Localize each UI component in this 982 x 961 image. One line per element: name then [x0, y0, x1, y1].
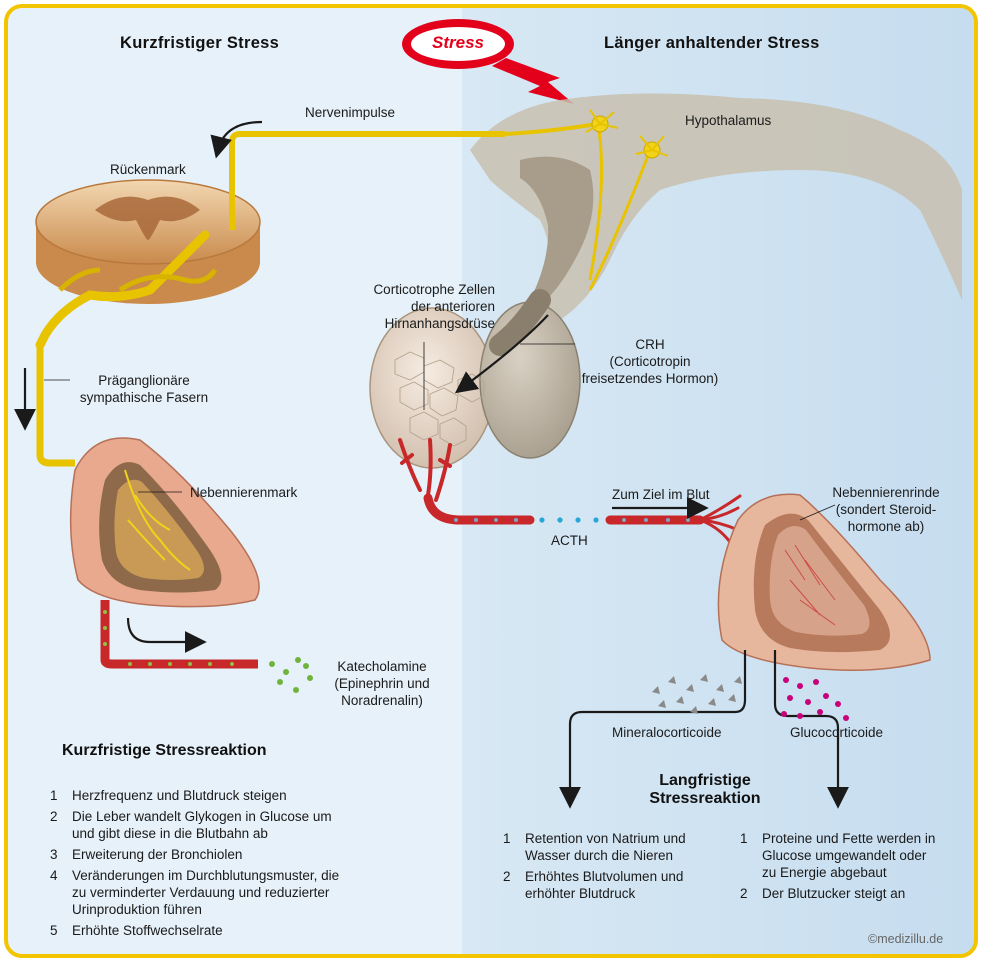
- list-item: 1 Retention von Natrium und Wasser durch …: [503, 830, 713, 864]
- list-item: 2 Die Leber wandelt Glykogen in Glucose u…: [50, 808, 350, 842]
- long-response-title: Langfristige Stressreaktion: [630, 772, 780, 808]
- item-text: Herzfrequenz und Blutdruck steigen: [72, 788, 287, 803]
- item-text: Erweiterung der Bronchiolen: [72, 847, 242, 862]
- item-text: Erhöhtes Blutvolumen und erhöhter Blutdr…: [525, 869, 683, 901]
- label-hypothalamus: Hypothalamus: [685, 112, 771, 129]
- stress-label: Stress: [411, 33, 505, 53]
- item-number: 1: [50, 787, 58, 804]
- label-corticotrophe: Corticotrophe Zellen der anterioren Hirn…: [345, 281, 495, 332]
- item-text: Veränderungen im Durchblutungsmuster, di…: [72, 868, 339, 917]
- item-text: Die Leber wandelt Glykogen in Glucose um…: [72, 809, 332, 841]
- short-response-list: 1 Herzfrequenz und Blutdruck steigen 2 Die…: [50, 787, 350, 943]
- list-item: 2 Der Blutzucker steigt an: [740, 885, 940, 902]
- item-number: 2: [740, 885, 748, 902]
- item-text: Der Blutzucker steigt an: [762, 886, 905, 901]
- gluco-response-list: 1 Proteine und Fette werden in Glucose um…: [740, 830, 940, 906]
- label-glucocorticoide: Glucocorticoide: [790, 724, 883, 741]
- copyright: ©medizillu.de: [868, 932, 943, 946]
- label-rueckenmark: Rückenmark: [110, 161, 186, 178]
- header-long-term: Länger anhaltender Stress: [604, 34, 820, 53]
- label-nebennierenmark: Nebennierenmark: [190, 484, 297, 501]
- list-item: 1 Proteine und Fette werden in Glucose um…: [740, 830, 940, 881]
- item-number: 1: [503, 830, 511, 847]
- short-response-title: Kurzfristige Stressreaktion: [62, 742, 267, 760]
- list-item: 4 Veränderungen im Durchblutungsmuster, d…: [50, 867, 350, 918]
- list-item: 5 Erhöhte Stoffwechselrate: [50, 922, 350, 939]
- item-text: Proteine und Fette werden in Glucose umg…: [762, 831, 935, 880]
- item-number: 4: [50, 867, 58, 884]
- mineral-response-list: 1 Retention von Natrium und Wasser durch …: [503, 830, 713, 906]
- label-praeganglionaer: Präganglionäre sympathische Fasern: [74, 372, 214, 406]
- item-number: 1: [740, 830, 748, 847]
- item-number: 2: [503, 868, 511, 885]
- item-text: Retention von Natrium und Wasser durch d…: [525, 831, 686, 863]
- label-crh: CRH (Corticotropin freisetzendes Hormon): [570, 336, 730, 387]
- header-short-term: Kurzfristiger Stress: [120, 34, 279, 53]
- list-item: 3 Erweiterung der Bronchiolen: [50, 846, 350, 863]
- item-number: 5: [50, 922, 58, 939]
- item-number: 3: [50, 846, 58, 863]
- label-acth: ACTH: [551, 532, 588, 549]
- item-text: Erhöhte Stoffwechselrate: [72, 923, 223, 938]
- label-katecholamine: Katecholamine (Epinephrin und Noradrenal…: [318, 658, 446, 709]
- list-item: 2 Erhöhtes Blutvolumen und erhöhter Blutd…: [503, 868, 713, 902]
- list-item: 1 Herzfrequenz und Blutdruck steigen: [50, 787, 350, 804]
- label-mineralocorticoide: Mineralocorticoide: [612, 724, 722, 741]
- label-nebennierenrinde: Nebennierenrinde (sondert Steroid- hormo…: [815, 484, 957, 535]
- label-zum-ziel: Zum Ziel im Blut: [612, 486, 710, 503]
- item-number: 2: [50, 808, 58, 825]
- label-nervenimpulse: Nervenimpulse: [305, 104, 395, 121]
